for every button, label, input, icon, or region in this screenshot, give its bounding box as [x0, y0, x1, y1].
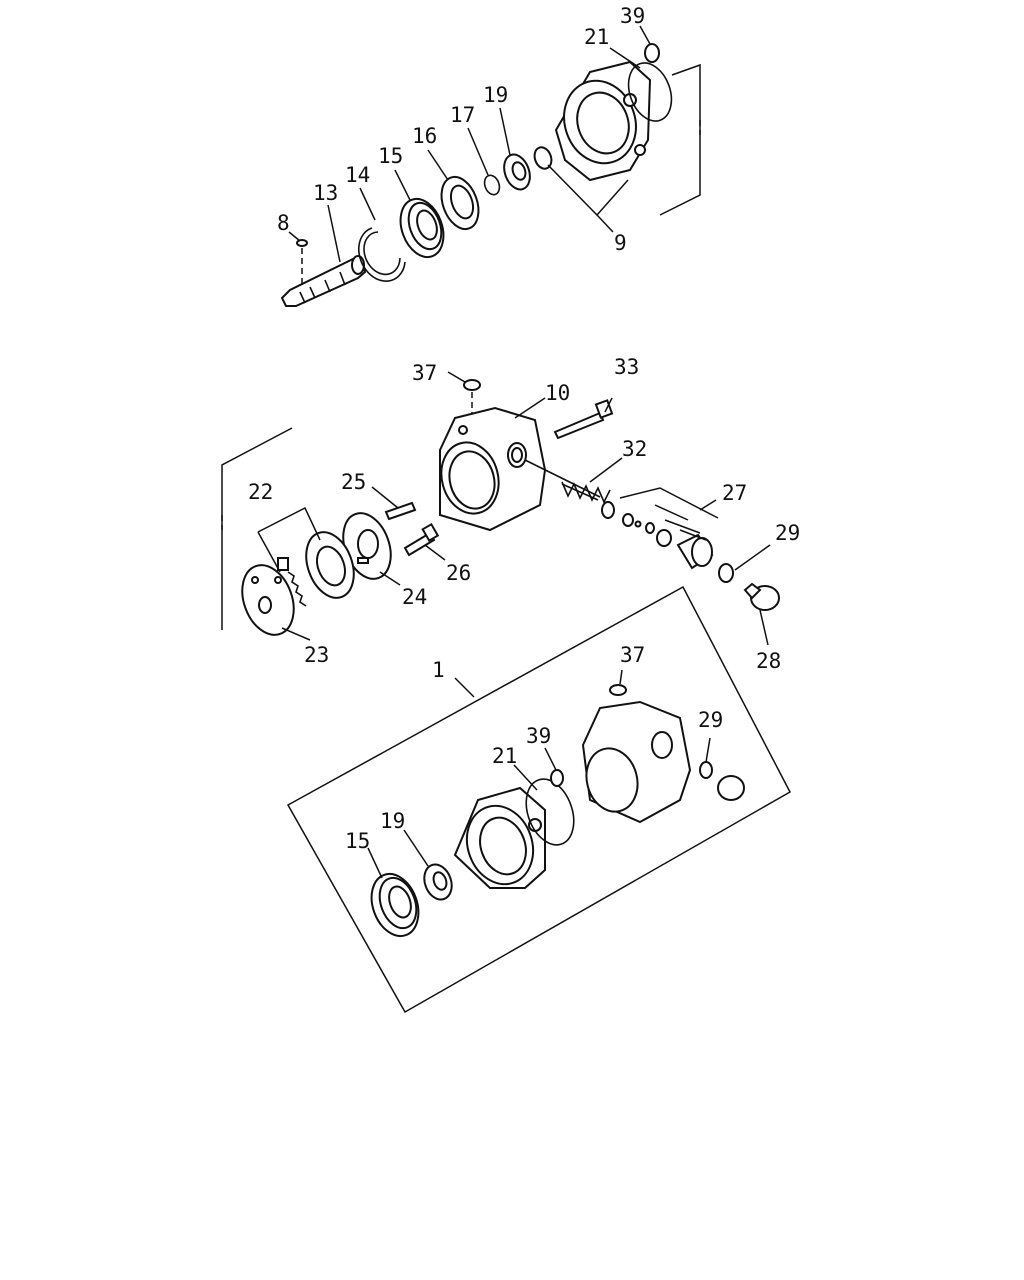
washer-part — [440, 175, 480, 231]
callout-8: 8 — [277, 211, 290, 235]
callout-21-bot: 21 — [492, 744, 517, 768]
ball-bearing-kit — [370, 873, 420, 937]
callout-22: 22 — [248, 480, 273, 504]
screw-part — [403, 522, 440, 557]
callout-1: 1 — [432, 658, 445, 682]
pump-body-kit — [581, 700, 692, 824]
small-o-ring-top — [644, 43, 660, 63]
callout-39-bot: 39 — [526, 724, 551, 748]
key-part — [296, 239, 308, 285]
small-o-ring-kit — [550, 769, 564, 787]
o-ring-mid — [718, 563, 734, 583]
pin-part — [384, 501, 417, 521]
side-plate-part — [342, 512, 392, 580]
callout-15-bot: 15 — [345, 829, 370, 853]
needle-bearing-kit — [423, 863, 453, 901]
pump-body-assembly — [221, 371, 780, 646]
callout-24: 24 — [402, 585, 427, 609]
callout-19-top: 19 — [483, 83, 508, 107]
o-ring-kit — [525, 778, 575, 846]
o-ring-kit-right — [699, 761, 713, 779]
callout-26: 26 — [446, 561, 471, 585]
callout-27: 27 — [722, 481, 747, 505]
gear-ring-part — [257, 506, 355, 607]
bolt-part — [553, 399, 614, 440]
small-o-ring-kit-top — [609, 684, 627, 696]
callout-17: 17 — [450, 103, 475, 127]
callout-28: 28 — [756, 649, 781, 673]
callout-25: 25 — [341, 470, 366, 494]
callout-14: 14 — [345, 163, 370, 187]
callout-labels: 39 21 19 17 16 15 14 13 8 9 37 33 10 32 … — [248, 4, 800, 853]
relief-valve-part — [601, 487, 719, 570]
callout-33: 33 — [614, 355, 639, 379]
callout-39-top: 39 — [620, 4, 645, 28]
callout-29-mid: 29 — [775, 521, 800, 545]
front-housing-assembly — [280, 25, 701, 307]
kit-boundary — [286, 585, 791, 1014]
front-housing-kit — [453, 786, 546, 889]
group-bracket-top — [659, 63, 701, 216]
o-ring-top — [627, 62, 673, 122]
callout-10: 10 — [545, 381, 570, 405]
callout-15-top: 15 — [378, 144, 403, 168]
pump-kit-assembly — [286, 585, 791, 1014]
callout-29-bot: 29 — [698, 708, 723, 732]
ball-bearing-top — [399, 197, 445, 259]
callout-19-bot: 19 — [380, 809, 405, 833]
callout-32: 32 — [622, 437, 647, 461]
callout-21-top: 21 — [584, 25, 609, 49]
front-housing-part — [554, 60, 652, 182]
spring-part — [561, 481, 611, 504]
needle-bearing-top — [503, 153, 531, 191]
plug-kit — [717, 775, 745, 801]
callout-16: 16 — [412, 124, 437, 148]
group-bracket-mid — [221, 427, 293, 630]
end-cover-part — [241, 564, 295, 636]
shaft-part — [280, 255, 367, 307]
pump-body-part — [439, 406, 601, 532]
small-o-ring-mid — [463, 379, 481, 391]
small-ring-part — [483, 174, 501, 196]
snap-ring-part — [358, 227, 406, 282]
callout-13: 13 — [313, 181, 338, 205]
plug-part — [743, 582, 780, 611]
callout-23: 23 — [304, 643, 329, 667]
callout-37-bot: 37 — [620, 643, 645, 667]
callout-9: 9 — [614, 231, 627, 255]
callout-37-mid: 37 — [412, 361, 437, 385]
